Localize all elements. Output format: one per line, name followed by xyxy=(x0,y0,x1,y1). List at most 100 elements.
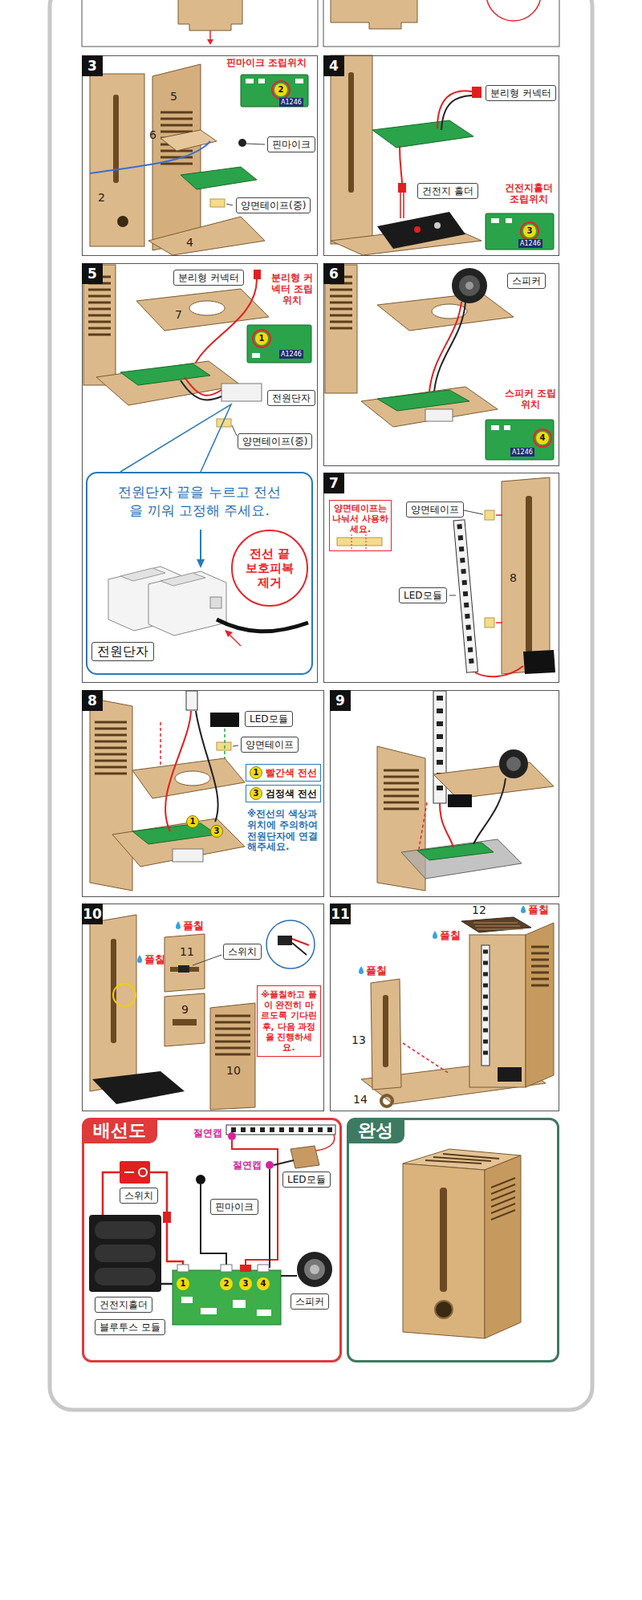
part-label: 양면테이프(중) xyxy=(235,197,311,214)
step11-art xyxy=(531,946,549,986)
wiring-art xyxy=(119,1161,151,1184)
step5-art xyxy=(247,325,312,363)
step8-art xyxy=(89,690,245,891)
tip-box: 양면테이프는 나눠서 사용하세요. xyxy=(329,499,392,552)
step8-art xyxy=(195,711,219,822)
step6-art xyxy=(485,419,554,460)
step4-art xyxy=(441,95,472,131)
step6-art xyxy=(503,425,511,431)
label-text: 스위치 xyxy=(124,1190,154,1202)
label-text: 전원단자 xyxy=(97,643,149,659)
step5-art xyxy=(251,353,261,358)
step-number: 11 xyxy=(329,903,351,925)
wiring-art xyxy=(239,1264,252,1272)
step8-art xyxy=(172,849,204,862)
step9-art xyxy=(377,690,554,891)
step6-art xyxy=(377,292,514,331)
step-number: 8 xyxy=(81,690,103,712)
partial-panels xyxy=(209,30,212,41)
partial-panels xyxy=(81,0,560,47)
connector-number: 2 xyxy=(219,1277,233,1291)
step11-art xyxy=(358,905,554,1107)
glue-mark: 풀칠 xyxy=(182,919,204,933)
label-text: 분리형 커넥터 xyxy=(490,87,552,99)
glue-mark: 풀칠 xyxy=(365,964,387,978)
wiring-art xyxy=(102,1172,120,1215)
step6-art xyxy=(459,275,480,297)
step9-art xyxy=(433,690,447,804)
step10-art xyxy=(266,920,315,969)
partial-panels xyxy=(81,0,318,47)
finished-art xyxy=(491,1178,516,1220)
step8-art xyxy=(210,712,240,728)
step6-art xyxy=(465,281,474,290)
wiring-art xyxy=(124,1171,135,1174)
step6-art xyxy=(429,301,462,392)
step7-art xyxy=(484,617,495,628)
part-label: 스위치 xyxy=(223,943,262,960)
label-text: 양면테이프 xyxy=(410,503,460,516)
connector-number: 3 xyxy=(239,1277,252,1291)
wiring-art xyxy=(161,1283,173,1286)
step11-art xyxy=(402,1043,450,1074)
step5-art xyxy=(120,568,166,582)
finished-art xyxy=(425,1153,500,1164)
step9-art xyxy=(447,794,472,808)
step-number: 9 xyxy=(329,690,351,712)
step4-art xyxy=(372,120,474,148)
step11-art xyxy=(481,945,490,1066)
step-number: 6 xyxy=(323,263,345,285)
wire-color-key: 3검정색 전선 xyxy=(245,784,321,803)
step6-art xyxy=(451,268,488,304)
step10-art xyxy=(210,1003,256,1110)
step4-art xyxy=(471,86,482,98)
glue-mark: 풀칠 xyxy=(439,929,461,943)
step6-art xyxy=(329,276,353,329)
step10-art xyxy=(137,954,143,963)
label-text: 건전지홀더 xyxy=(99,1299,148,1311)
panel-tab: 배선도 xyxy=(81,1117,158,1144)
part-number: 14 xyxy=(353,1093,368,1106)
part-label: 전원단자 xyxy=(267,390,316,407)
step7-art xyxy=(453,520,479,673)
step4-art xyxy=(398,182,407,193)
step8-art xyxy=(94,722,127,774)
part-number: 4 xyxy=(186,235,194,249)
finished-art xyxy=(402,1163,485,1339)
step7-art xyxy=(525,495,533,653)
callout-box: 전원단자 끝을 누르고 전선을 끼워 고정해 주세요.전선 끝 보호피복 제거전… xyxy=(85,471,313,675)
step11-art xyxy=(461,917,532,933)
label-text: ※풀칠하고 풀이 완전히 마르도록 기다린 후, 다음 과정을 진행하세요. xyxy=(260,989,317,1053)
step10-art xyxy=(277,935,293,946)
step4-art xyxy=(399,146,403,183)
step3-art xyxy=(117,215,129,228)
partial-panels xyxy=(178,0,243,31)
step11-art xyxy=(473,922,524,930)
assembly-position-note: 건전지홀더 조립위치 xyxy=(499,182,559,206)
step6-art xyxy=(533,429,552,447)
step5-art xyxy=(83,264,312,647)
step3-art xyxy=(152,64,201,251)
part-label: 양면테이프(중) xyxy=(237,433,313,450)
connector-number: 4 xyxy=(256,1277,270,1291)
wiring-art xyxy=(94,1221,156,1240)
step3-art xyxy=(148,216,265,256)
wiring-art xyxy=(177,1264,189,1272)
partial-panels xyxy=(486,0,541,21)
wiring-art xyxy=(309,1264,320,1275)
wiring-art xyxy=(150,1172,183,1268)
step-number: 7 xyxy=(323,472,345,494)
step5-art xyxy=(189,300,225,316)
step-panel: 4분리형 커넥터건전지 홀더 xyxy=(323,55,560,256)
wiring-art xyxy=(226,1125,336,1135)
step10-art xyxy=(192,954,222,966)
step8-art xyxy=(216,742,232,751)
step3-art xyxy=(89,64,309,256)
label-text: 블루투스 모듈 xyxy=(99,1321,161,1333)
step10-art xyxy=(178,965,190,973)
step6-art xyxy=(431,304,468,319)
insulation-cap-label: 절연캡 xyxy=(232,1158,262,1172)
part-label: 핀마이크 xyxy=(210,1198,259,1215)
caution-box: ※풀칠하고 풀이 완전히 마르도록 기다린 후, 다음 과정을 진행하세요. xyxy=(256,985,321,1057)
step8-art xyxy=(132,758,245,799)
